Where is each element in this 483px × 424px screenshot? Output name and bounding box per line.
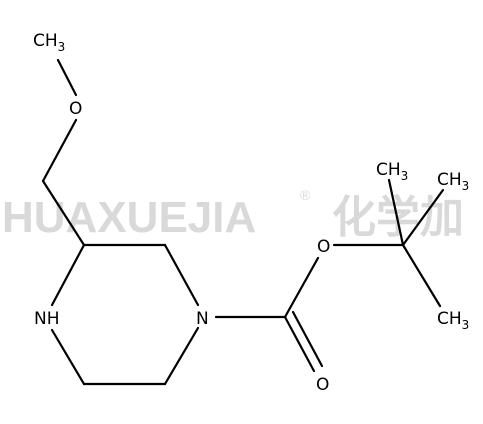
bond-ch3-o [56, 58, 78, 97]
atom-ether-oxygen: O [69, 99, 82, 119]
bond-carbonyl-double-a [283, 315, 316, 373]
bond-o-ch2 [41, 118, 78, 183]
watermark-text: HUAXUEJIA [2, 193, 256, 242]
atom-carbonyl-oxygen: O [316, 375, 329, 395]
bond-cq-methyl-a [387, 178, 405, 247]
bond-c5-n4 [50, 328, 86, 386]
bond-n4-c3 [50, 243, 86, 307]
bond-cq-methyl-c [401, 243, 442, 308]
bond-cq-methyl-b [401, 188, 445, 247]
bonds [41, 58, 445, 386]
atom-tbu-methyl-a: CH3 [376, 160, 408, 183]
atom-amide-nitrogen: N [196, 309, 209, 329]
atom-amine-nh: NH [34, 309, 60, 329]
bond-carbonyl-ester-o [283, 256, 320, 319]
atom-labels: CH3 O NH N O O CH3 CH3 CH3 [33, 31, 469, 395]
bond-n1-c6 [163, 326, 200, 386]
bond-ch2-c3 [41, 179, 86, 247]
atom-tbu-methyl-b: CH3 [437, 170, 469, 193]
atom-tbu-methyl-c: CH3 [437, 309, 469, 332]
bond-c2-n1 [163, 243, 200, 307]
bond-carbonyl-double-b [291, 310, 324, 368]
atom-ester-oxygen: O [317, 237, 330, 257]
watermark: HUAXUEJIA ® 化学加 [2, 187, 464, 242]
watermark-registered-mark: ® [300, 187, 311, 203]
atom-methyl-top: CH3 [33, 31, 65, 54]
